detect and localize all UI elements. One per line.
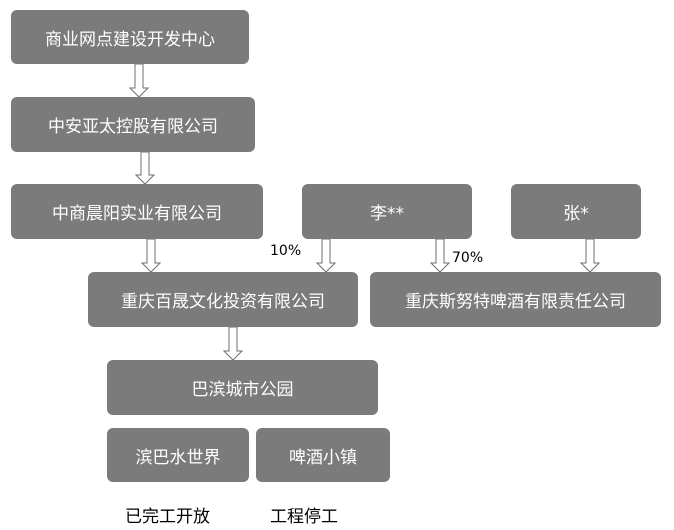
edge-label-10-percent: 10% — [270, 243, 302, 259]
arrow-shape — [315, 238, 337, 273]
arrow-shape — [128, 63, 150, 98]
arrow-baisheng-to-park — [222, 326, 244, 361]
node-commercial-center: 商业网点建设开发中心 — [11, 10, 249, 64]
arrow-shape — [140, 238, 162, 273]
node-binba-water-world: 滨巴水世界 — [107, 428, 249, 482]
arrow-shape — [429, 238, 451, 273]
node-binba-water-world-label: 滨巴水世界 — [135, 447, 221, 468]
status-water-world: 已完工开放 — [125, 507, 210, 527]
node-chongqing-baisheng: 重庆百晟文化投资有限公司 — [88, 272, 358, 327]
node-zhang: 张* — [511, 184, 641, 239]
node-zhongshang-chenyang-label: 中商晨阳实业有限公司 — [52, 204, 222, 224]
arrow-zhongan-to-zhongshang — [134, 151, 156, 185]
node-li: 李** — [302, 184, 472, 239]
arrow-li-to-baisheng — [315, 238, 337, 273]
node-zhongan-yatai-label: 中安亚太控股有限公司 — [48, 117, 218, 137]
arrow-zhang-to-beer — [579, 238, 601, 273]
node-zhongshang-chenyang: 中商晨阳实业有限公司 — [11, 184, 263, 239]
node-beer-town-label: 啤酒小镇 — [289, 447, 357, 468]
node-zhongan-yatai: 中安亚太控股有限公司 — [11, 97, 255, 152]
node-bayu-park: 巴滨城市公园 — [107, 360, 378, 415]
node-commercial-center-label: 商业网点建设开发中心 — [45, 29, 215, 50]
node-zhang-label: 张* — [563, 204, 589, 224]
node-chongqing-baisheng-label: 重庆百晟文化投资有限公司 — [121, 292, 325, 312]
arrow-shape — [579, 238, 601, 273]
edge-label-70-percent: 70% — [452, 250, 484, 266]
node-chongqing-beer-label: 重庆斯努特啤酒有限责任公司 — [405, 292, 626, 312]
arrow-shape — [134, 151, 156, 185]
status-beer-town: 工程停工 — [270, 507, 338, 527]
arrow-commercial-to-zhongan — [128, 63, 150, 98]
node-beer-town: 啤酒小镇 — [256, 428, 390, 482]
arrow-shape — [222, 326, 244, 361]
arrow-li-to-beer — [429, 238, 451, 273]
node-li-label: 李** — [370, 204, 404, 224]
arrow-zhongshang-to-baisheng — [140, 238, 162, 273]
node-chongqing-beer: 重庆斯努特啤酒有限责任公司 — [370, 272, 661, 327]
node-bayu-park-label: 巴滨城市公园 — [191, 380, 294, 400]
